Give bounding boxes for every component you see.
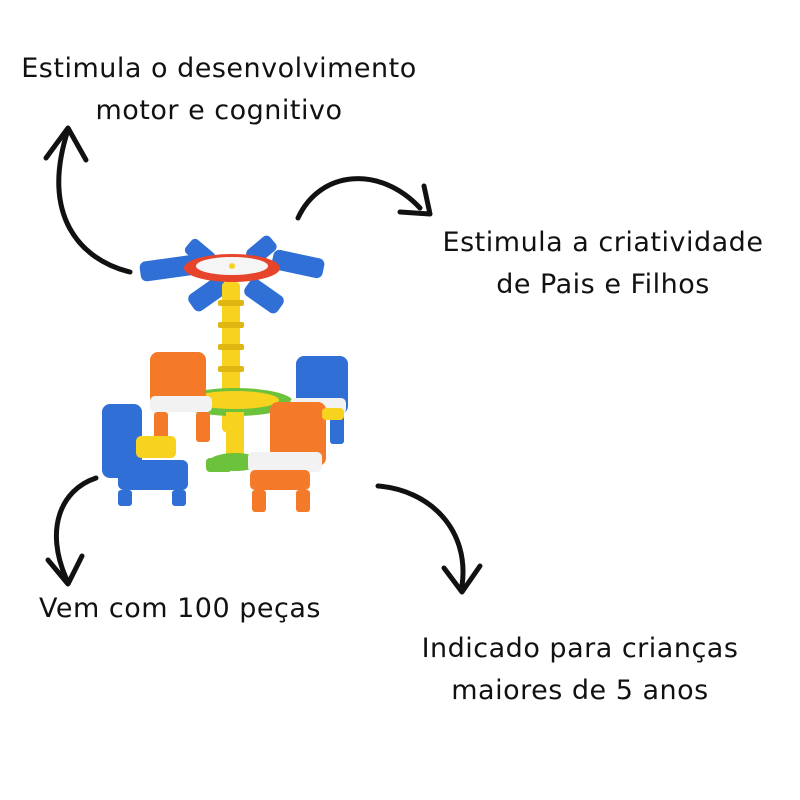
caption-line: de Pais e Filhos xyxy=(496,268,710,300)
caption-line: motor e cognitivo xyxy=(95,94,343,126)
arrow-top-right-icon xyxy=(295,176,433,221)
umbrella-arms xyxy=(139,235,325,314)
caption-line: Vem com 100 peças xyxy=(39,593,321,624)
chair-orange-back xyxy=(150,352,212,442)
caption-line: Estimula a criatividade xyxy=(442,227,764,258)
arrow-bottom-left-icon xyxy=(45,475,99,587)
caption-line: Estimula o desenvolvimento xyxy=(21,53,417,84)
caption-age-recommendation: Indicado para crianças maiores de 5 anos xyxy=(395,628,765,712)
caption-piece-count: Vem com 100 peças xyxy=(30,588,330,630)
caption-creativity: Estimula a criatividade de Pais e Filhos xyxy=(418,222,788,306)
chair-blue-front xyxy=(102,404,188,506)
caption-line: Indicado para crianças xyxy=(421,633,739,664)
caption-line: maiores de 5 anos xyxy=(451,674,709,706)
caption-motor-cognitive: Estimula o desenvolvimento motor e cogni… xyxy=(14,48,424,132)
arrow-bottom-right-icon xyxy=(375,483,483,595)
arrow-top-left-icon xyxy=(43,125,133,275)
chair-orange-front xyxy=(248,402,326,512)
